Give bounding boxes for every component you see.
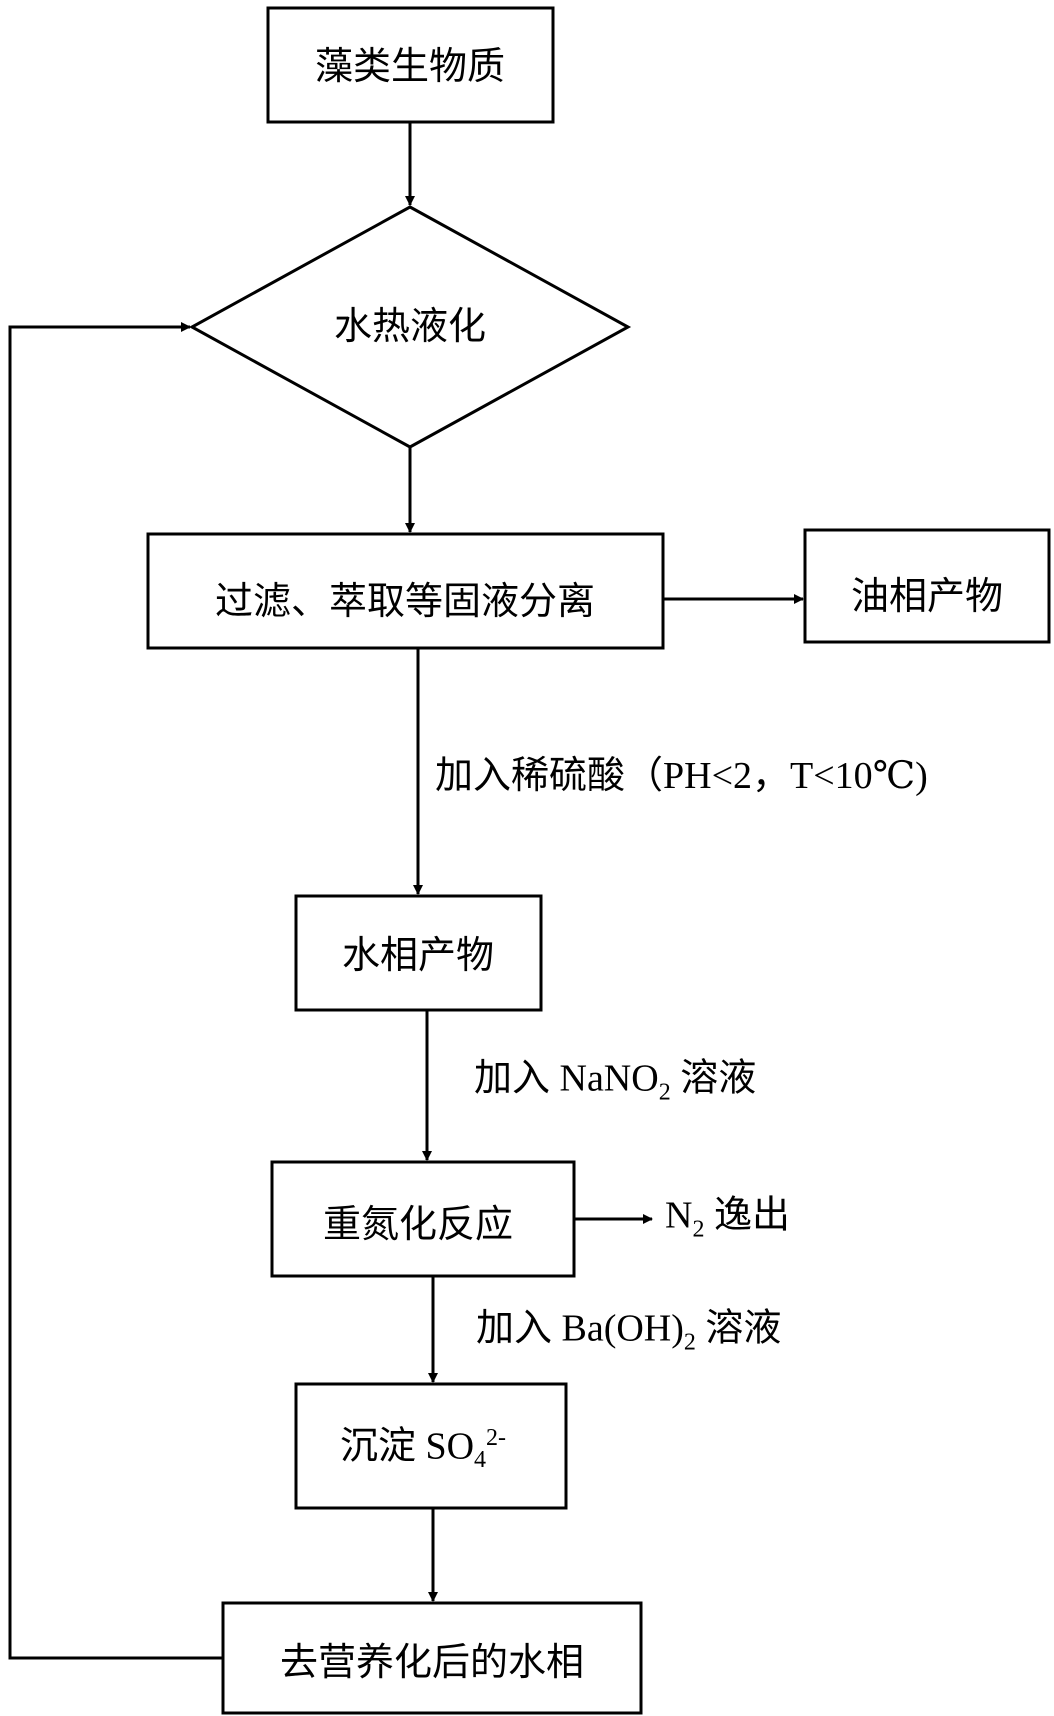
node-precipitate-label: 沉淀 SO42- (339, 1424, 507, 1474)
edge-label-add-nano2: 加入 NaNO2 溶液 (474, 1057, 757, 1106)
node-aqueous-product-box (294, 894, 543, 1012)
node-oil-product-box (803, 528, 1051, 644)
edge-label-n2-escape: N2 逸出 (665, 1194, 790, 1243)
node-oil-product-label: 油相产物 (850, 576, 1004, 618)
edge-label-add-acid: 加入稀硫酸（PH<2，T<10℃) (435, 755, 928, 797)
node-algae-biomass-box (266, 6, 555, 124)
node-separation-label: 过滤、萃取等固液分离 (214, 581, 596, 623)
node-aqueous-product-label: 水相产物 (341, 935, 495, 977)
node-denutrified-water-box (221, 1601, 643, 1715)
node-htl-label: 水热液化 (333, 306, 487, 348)
node-diazotization-label: 重氮化反应 (322, 1204, 514, 1246)
node-diazotization-box (270, 1160, 576, 1278)
arrow-recycle-loop (8, 322, 223, 1660)
node-denutrified-water-label: 去营养化后的水相 (279, 1642, 585, 1684)
node-separation-box (146, 532, 665, 650)
node-algae-biomass-label: 藻类生物质 (314, 46, 506, 88)
edge-label-add-baoh2: 加入 Ba(OH)2 溶液 (476, 1307, 782, 1356)
node-precipitate-box (294, 1382, 568, 1510)
